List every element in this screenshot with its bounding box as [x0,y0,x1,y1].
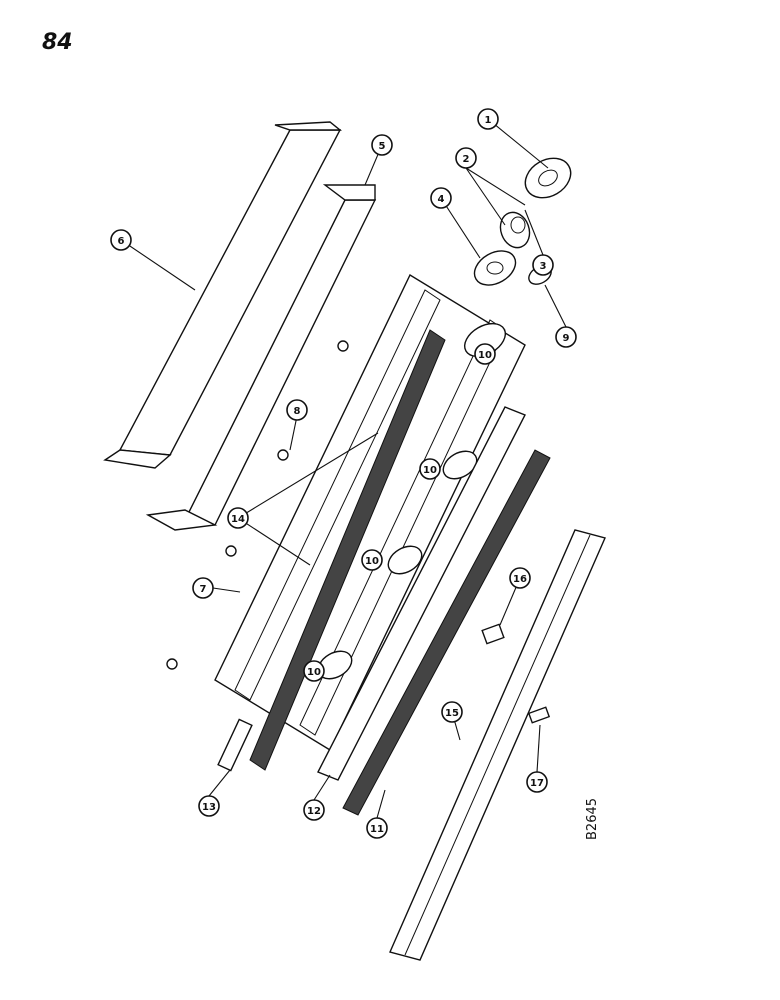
svg-text:4: 4 [438,194,445,205]
svg-text:10: 10 [478,350,492,361]
svg-text:11: 11 [370,824,384,835]
part-1-flange [524,157,572,199]
callout-11: 11 [366,817,388,839]
callout-4: 4 [430,187,452,209]
callout-3: 3 [532,254,554,276]
svg-text:14: 14 [231,514,245,525]
part-4-flange [473,250,517,286]
part-2-bearing [499,211,531,249]
callout-1: 1 [477,108,499,130]
part-15-angle [389,529,606,961]
callout-12: 12 [303,799,325,821]
callout-10a: 10 [474,343,496,365]
part-16-clip [481,623,505,645]
part-5-angle-strip [145,184,377,531]
svg-text:17: 17 [530,778,544,789]
callout-7: 7 [192,577,214,599]
part-17-clip [527,706,551,724]
callouts: 1 2 3 4 5 6 7 8 9 10 10 10 10 11 12 13 1… [110,108,577,839]
callout-10b: 10 [419,458,441,480]
part-12-strip [317,406,526,781]
svg-text:1: 1 [485,115,492,126]
svg-text:8: 8 [294,406,301,417]
svg-text:2: 2 [463,154,470,165]
svg-text:10: 10 [365,556,379,567]
part-6-angle-strip [103,121,342,469]
callout-2: 2 [455,147,477,169]
callout-16: 16 [509,567,531,589]
leader-lines [120,118,567,819]
rotor-assembly [214,274,526,772]
callout-5: 5 [371,134,393,156]
callout-9: 9 [555,326,577,348]
callout-6: 6 [110,229,132,251]
svg-text:3: 3 [540,261,547,272]
svg-text:5: 5 [379,141,386,152]
callout-8: 8 [286,399,308,421]
callout-10d: 10 [303,660,325,682]
svg-text:9: 9 [563,333,570,344]
svg-text:12: 12 [307,806,321,817]
svg-text:10: 10 [307,667,321,678]
svg-text:7: 7 [200,584,207,595]
page-number: 84 [42,30,73,55]
callout-14: 14 [227,507,249,529]
svg-text:6: 6 [118,236,125,247]
svg-text:15: 15 [445,708,459,719]
svg-text:16: 16 [513,574,527,585]
callout-13: 13 [198,795,220,817]
bolts [166,340,349,670]
callout-10c: 10 [361,549,383,571]
svg-text:10: 10 [423,465,437,476]
part-11-toothed-strip [342,449,551,816]
svg-text:13: 13 [202,802,216,813]
callout-15: 15 [441,701,463,723]
figure-code: B2645 [585,797,600,840]
callout-17: 17 [526,771,548,793]
